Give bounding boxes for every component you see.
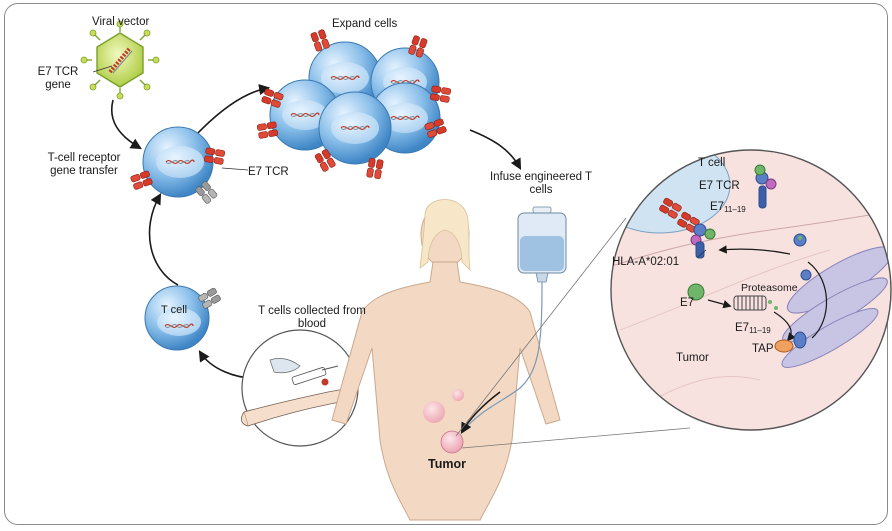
label-infuse-engineered: Infuse engineered T cells <box>489 171 593 196</box>
inset-label-proteasome: Proteasome <box>741 282 798 294</box>
iv-bag-icon <box>461 206 567 433</box>
inset-label-e7: E7 <box>680 297 695 309</box>
arrow-expand-to-infuse <box>469 129 522 170</box>
label-expand-cells: Expand cells <box>332 18 398 30</box>
syringe-icon <box>291 365 339 386</box>
label-viral-vector: Viral vector <box>92 16 150 28</box>
inset-label-e7-fragment: E711–19 <box>735 322 771 337</box>
inset-label-tap: TAP <box>752 343 774 355</box>
label-t-cell: T cell <box>161 304 188 316</box>
blood-collection-illustration <box>240 329 359 447</box>
inset-label-e7-epitope-text: E7 <box>710 201 725 213</box>
label-e7-tcr-gene: E7 TCR gene <box>37 66 79 91</box>
label-tumor: Tumor <box>428 457 466 471</box>
inset-label-tumor: Tumor <box>676 352 709 364</box>
label-t-cells-collected: T cells collected from blood <box>258 305 366 330</box>
label-e7-tcr: E7 TCR <box>248 166 289 178</box>
arrow-vector-to-transfer <box>111 99 142 150</box>
inset-label-e7-fragment-sub: 11–19 <box>749 326 771 335</box>
zoom-line-bottom <box>461 427 691 449</box>
inset-label-e7-fragment-text: E7 <box>735 322 750 334</box>
viral-vector-icon <box>80 20 160 100</box>
t-cell-icon <box>144 285 222 351</box>
t-cell-icon-transfer <box>129 126 226 205</box>
inset-label-e7-epitope: E711–19 <box>710 201 746 216</box>
inset-label-t-cell: T cell <box>698 157 726 169</box>
expanded-cells-cluster <box>256 28 452 180</box>
arrow-transfer-to-expand <box>195 84 271 136</box>
inset-label-e7-epitope-sub: 11–19 <box>724 205 746 214</box>
zoom-line-top <box>455 217 627 437</box>
label-tcr-gene-transfer: T-cell receptor gene transfer <box>47 152 121 177</box>
patient-body <box>331 199 561 521</box>
leader-e7-tcr <box>221 167 249 171</box>
leader-e7-tcr-gene <box>92 65 113 73</box>
tumor-mass <box>440 430 464 454</box>
arrow-tcell-to-transfer <box>148 193 179 286</box>
inset-label-e7-tcr: E7 TCR <box>699 180 740 192</box>
inset-label-hla: HLA-A*02:01 <box>612 256 680 268</box>
arrow-infusion-to-tumor <box>460 391 501 434</box>
